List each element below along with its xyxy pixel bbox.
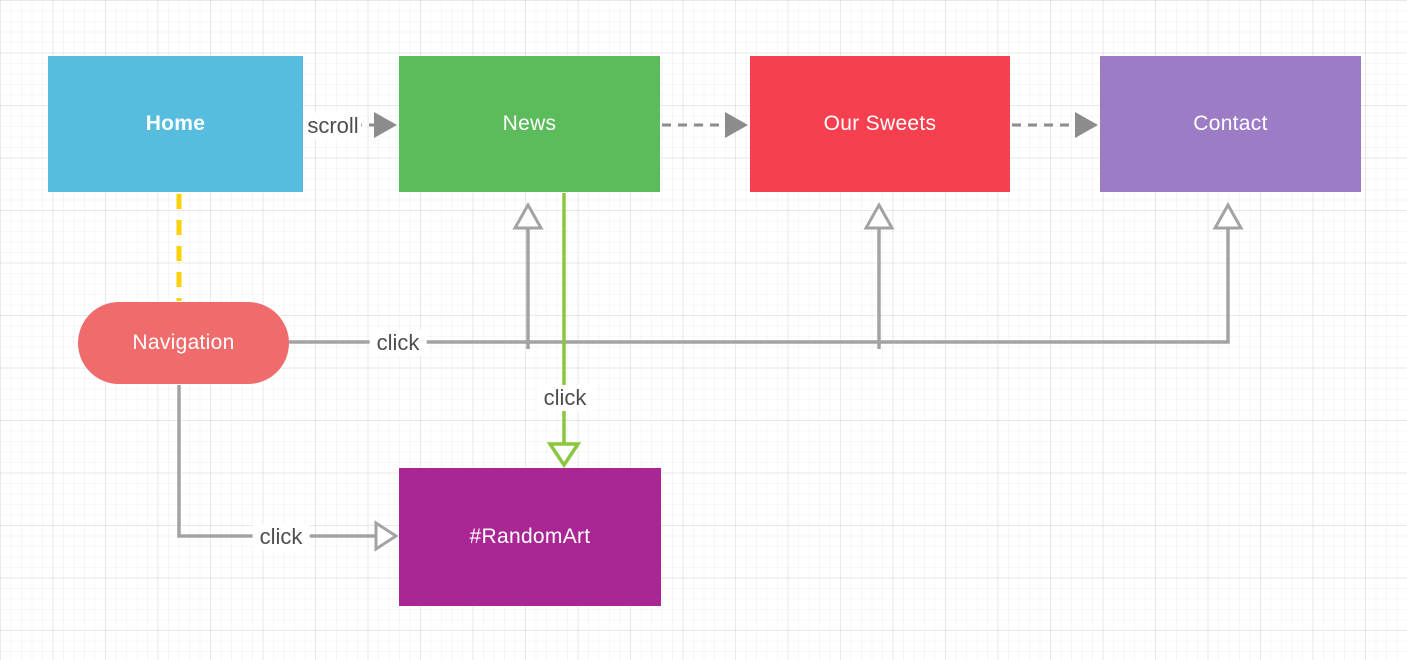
node-randomart[interactable]: #RandomArt bbox=[399, 468, 661, 606]
edge-label-click-navigation-randomart: click bbox=[252, 523, 310, 551]
edge-navigation-click-tree[interactable] bbox=[289, 228, 1230, 344]
arrowhead-randomart-top-icon bbox=[546, 442, 582, 469]
arrowhead-randomart-left-icon bbox=[374, 520, 399, 552]
edge-label-click-news-randomart: click bbox=[536, 384, 594, 412]
node-navigation[interactable]: Navigation bbox=[78, 302, 289, 384]
arrowhead-oursweets-bottom-icon bbox=[863, 201, 895, 230]
node-randomart-label: #RandomArt bbox=[469, 525, 591, 548]
node-our-sweets[interactable]: Our Sweets bbox=[750, 56, 1010, 192]
node-home-label: Home bbox=[145, 112, 206, 135]
edge-navigation-randomart[interactable] bbox=[177, 385, 377, 538]
arrowhead-contact-left-icon bbox=[1075, 112, 1098, 138]
node-home[interactable]: Home bbox=[48, 56, 303, 192]
edge-label-scroll: scroll bbox=[304, 112, 362, 140]
arrowhead-news-left-icon bbox=[374, 112, 397, 138]
node-contact[interactable]: Contact bbox=[1100, 56, 1361, 192]
arrowhead-contact-bottom-icon bbox=[1212, 201, 1244, 230]
node-news[interactable]: News bbox=[399, 56, 660, 192]
node-our-sweets-label: Our Sweets bbox=[823, 112, 937, 135]
arrowhead-oursweets-left-icon bbox=[725, 112, 748, 138]
arrowhead-news-bottom-icon bbox=[512, 201, 544, 230]
node-news-label: News bbox=[502, 112, 557, 135]
node-navigation-label: Navigation bbox=[132, 331, 235, 354]
edge-label-click-navigation-tree: click bbox=[369, 329, 427, 357]
node-contact-label: Contact bbox=[1193, 112, 1268, 135]
